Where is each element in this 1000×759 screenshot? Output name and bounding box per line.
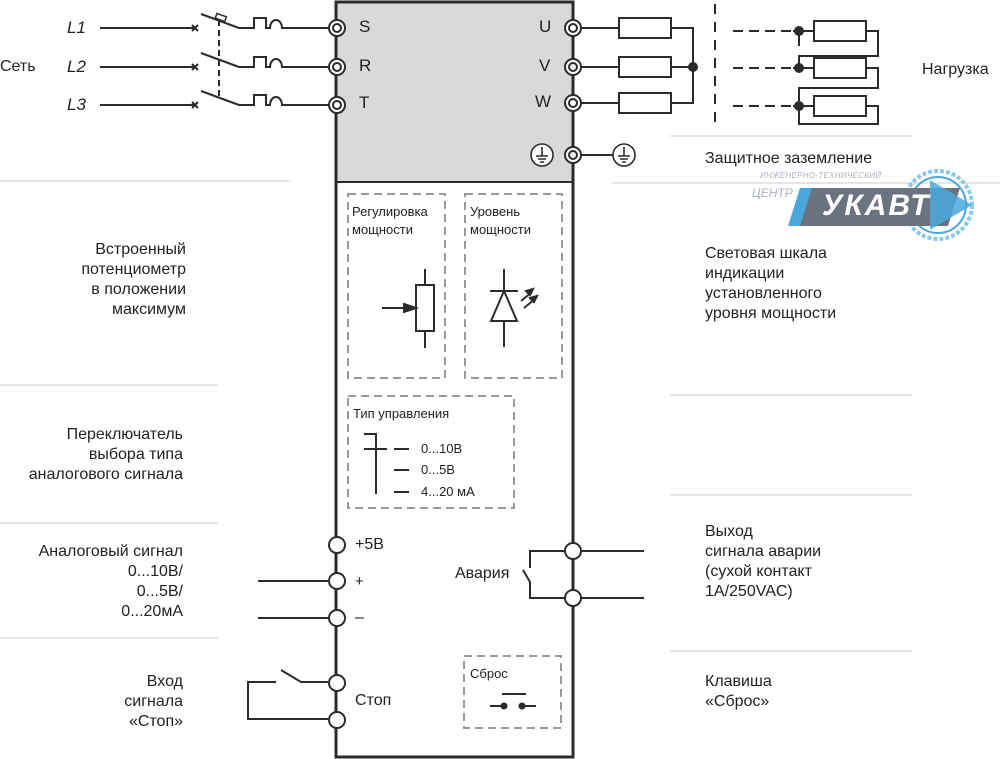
- right-label-power-scale: Световая шкала индикации установленного …: [705, 245, 837, 322]
- led-icon: [489, 269, 539, 347]
- terminal-v: V: [539, 56, 551, 75]
- left-label-potentiometer: Встроенный потенциометр в положении макс…: [81, 241, 186, 318]
- logo-tagline: ИНЖЕНЕРНО-ТЕХНИЧЕСКИЙ: [760, 171, 882, 180]
- terminal-t: T: [359, 93, 370, 112]
- alarm-label: Авария: [455, 565, 510, 582]
- alarm-contact-wiring: [522, 550, 644, 599]
- reset-title: Сброс: [470, 666, 508, 681]
- terminal-u: U: [539, 17, 552, 36]
- logo-emblem: [788, 169, 974, 241]
- terminal-r: R: [359, 56, 372, 75]
- left-label-signal-selector: Переключатель выбора типа аналогового си…: [28, 426, 183, 483]
- right-label-reset-key: Клавиша «Сброс»: [705, 673, 772, 710]
- potentiometer-icon: [382, 269, 435, 348]
- right-label-alarm-output: Выход сигнала аварии (сухой контакт 1А/2…: [705, 523, 822, 600]
- logo-brand: УКАВТ: [822, 189, 931, 222]
- terminal-plus-label: +: [355, 573, 364, 590]
- terminal-plus5v-label: +5В: [355, 536, 384, 553]
- pushbutton-icon: [490, 693, 536, 710]
- ground-icon: [530, 143, 636, 167]
- control-option-4-20ma: 4...20 мА: [421, 484, 475, 499]
- stop-label: Стоп: [355, 692, 392, 709]
- control-type-switch-icon: [364, 433, 409, 494]
- mains-label: Сеть: [0, 58, 36, 75]
- controller-body: [334, 0, 575, 759]
- control-option-0-5v: 0...5В: [421, 462, 455, 477]
- phase-label-l2: L2: [67, 57, 86, 76]
- phase-label-l1: L1: [67, 18, 86, 37]
- terminal-w: W: [535, 92, 552, 111]
- load-label: Нагрузка: [922, 61, 989, 78]
- control-type-title: Тип управления: [353, 406, 450, 421]
- left-label-stop-input: Вход сигнала «Стоп»: [124, 673, 183, 730]
- signal-wiring-left: [247, 580, 328, 720]
- alarm-terminal-circles: [564, 542, 582, 607]
- terminal-minus-label: –: [355, 609, 364, 626]
- signal-terminal-circles: [328, 536, 346, 729]
- output-terminal-circles: [564, 19, 582, 164]
- terminal-s: S: [359, 17, 371, 36]
- control-option-0-10v: 0...10В: [421, 441, 463, 456]
- divider-lines: [0, 135, 1000, 652]
- input-terminal-circles: [328, 19, 346, 114]
- power-level-title: Уровень мощности: [470, 204, 531, 237]
- power-regulation-title: Регулировка мощности: [352, 204, 428, 237]
- mains-wiring: [100, 12, 332, 109]
- dashed-panels: [347, 193, 563, 729]
- left-label-analog-signal: Аналоговый сигнал 0...10В/ 0...5В/ 0...2…: [38, 543, 183, 620]
- load-wiring: [581, 4, 879, 126]
- phase-label-l3: L3: [67, 95, 86, 114]
- logo-center-text: ЦЕНТР: [752, 186, 793, 200]
- ground-label: Защитное заземление: [705, 150, 873, 167]
